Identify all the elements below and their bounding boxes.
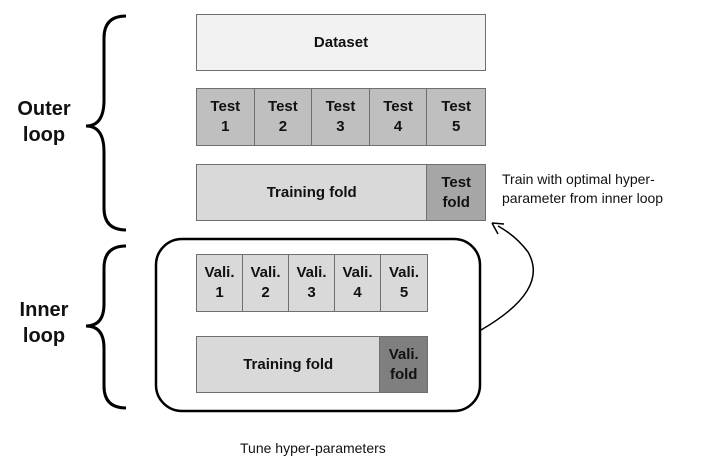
outer-loop-brace <box>85 14 127 232</box>
outer-training-fold: Training fold <box>197 165 428 220</box>
vali-cell-4: Vali. 4 <box>335 255 381 311</box>
test-cell-4: Test 4 <box>370 89 428 145</box>
outer-loop-note-line2: parameter from inner loop <box>502 190 664 206</box>
inner-loop-frame <box>154 237 482 413</box>
dataset-box: Dataset <box>196 14 486 71</box>
inner-loop-label-line1: Inner <box>19 299 69 321</box>
inner-training-row: Training fold Vali. fold <box>196 336 428 393</box>
outer-loop-label: Outer loop <box>8 96 80 148</box>
inner-loop-label: Inner loop <box>8 297 80 349</box>
arrow-head-icon <box>491 222 505 235</box>
outer-loop-label-line1: Outer <box>17 98 71 120</box>
test-cells-row: Test 1 Test 2 Test 3 Test 4 Test 5 <box>196 88 486 146</box>
inner-loop-caption: Tune hyper-parameters <box>240 440 386 456</box>
curved-arrow <box>480 225 534 331</box>
test-cell-1: Test 1 <box>197 89 255 145</box>
vali-cell-1: Vali. 1 <box>197 255 243 311</box>
vali-cell-2: Vali. 2 <box>243 255 289 311</box>
outer-training-row: Training fold Test fold <box>196 164 486 221</box>
test-cell-5: Test 5 <box>441 98 472 135</box>
vali-cells-row: Vali. 1 Vali. 2 Vali. 3 Vali. 4 Vali. 5 <box>196 254 428 312</box>
vali-cell-3: Vali. 3 <box>289 255 335 311</box>
outer-loop-note: Train with optimal hyper- parameter from… <box>502 170 663 208</box>
inner-training-fold: Training fold <box>197 337 381 392</box>
inner-loop-label-line2: loop <box>22 325 66 347</box>
outer-loop-label-line2: loop <box>22 124 66 146</box>
vali-cell-5: Vali. 5 <box>388 264 420 301</box>
test-cell-2: Test 2 <box>255 89 313 145</box>
test-cell-3: Test 3 <box>312 89 370 145</box>
outer-loop-note-line1: Train with optimal hyper- <box>502 171 655 187</box>
inner-loop-brace <box>85 244 127 410</box>
test-fold: Test fold <box>427 165 485 220</box>
vali-fold: Vali. fold <box>380 337 427 392</box>
